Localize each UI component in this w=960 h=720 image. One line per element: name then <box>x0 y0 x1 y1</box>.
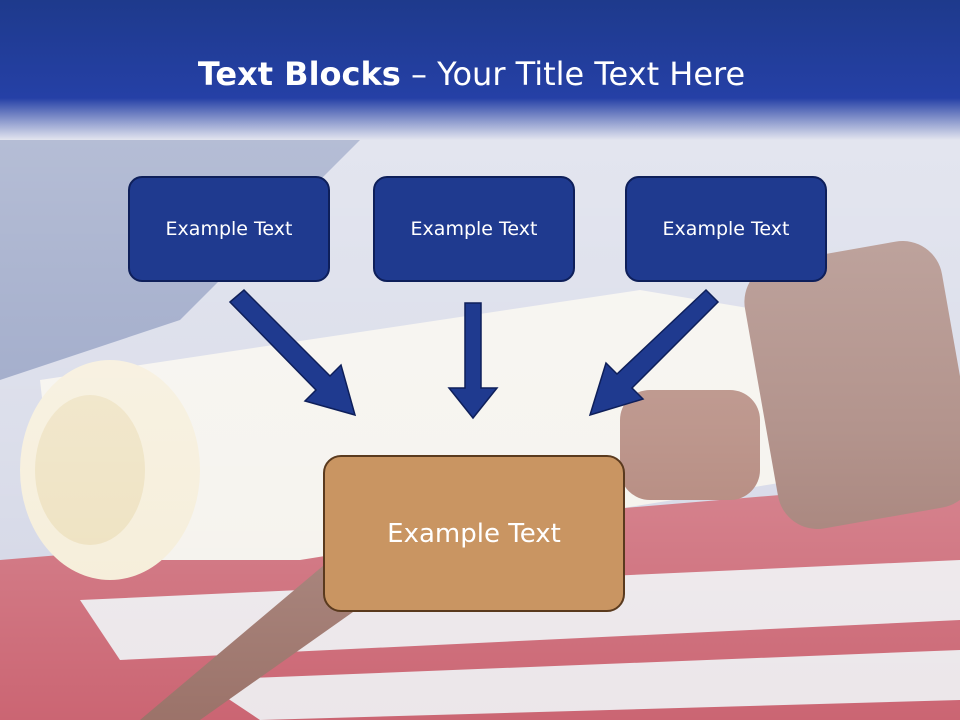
text-block-target-label: Example Text <box>387 518 561 549</box>
text-block-center-label: Example Text <box>410 218 538 240</box>
text-block-left-label: Example Text <box>165 218 293 240</box>
title-separator: – <box>400 55 438 93</box>
slide-title: Text Blocks – Your Title Text Here <box>0 55 943 93</box>
text-block-target[interactable]: Example Text <box>323 455 625 612</box>
arrow-right <box>588 288 720 417</box>
text-block-right[interactable]: Example Text <box>625 176 827 282</box>
title-rest: Your Title Text Here <box>437 55 746 93</box>
text-block-right-label: Example Text <box>662 218 790 240</box>
text-block-center[interactable]: Example Text <box>373 176 575 282</box>
arrow-left <box>228 288 357 417</box>
title-bar <box>0 0 960 140</box>
title-bold: Text Blocks <box>197 55 401 93</box>
arrow-center <box>447 302 499 420</box>
text-block-left[interactable]: Example Text <box>128 176 330 282</box>
